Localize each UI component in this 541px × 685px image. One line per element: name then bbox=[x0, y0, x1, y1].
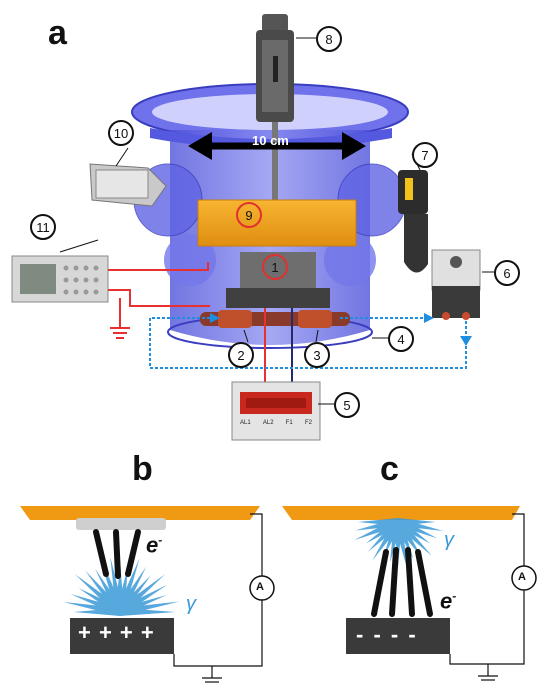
oscilloscope-11 bbox=[11, 255, 109, 303]
callout-8: 8 bbox=[316, 26, 342, 52]
meter-key-row: AL1 AL2 F1 F2 bbox=[240, 420, 312, 426]
callout-4: 4 bbox=[388, 326, 414, 352]
gamma-ray bbox=[116, 566, 129, 613]
charges-b: + + + + bbox=[78, 620, 155, 645]
flow-arrow-3 bbox=[424, 313, 434, 323]
panel-meter-5 bbox=[231, 381, 321, 441]
gamma-ray bbox=[383, 520, 402, 557]
dimension-label: 10 cm bbox=[252, 133, 289, 148]
ammeter-label-b: A bbox=[256, 581, 264, 593]
callout-11: 11 bbox=[30, 214, 56, 240]
gamma-ray bbox=[358, 518, 398, 526]
gamma-label-c: γ bbox=[444, 529, 454, 551]
flow-arrow-2 bbox=[210, 313, 220, 323]
plate-9 bbox=[197, 199, 357, 247]
callout-7: 7 bbox=[412, 142, 438, 168]
callout-2: 2 bbox=[228, 342, 254, 368]
charges-c: - - - - bbox=[356, 622, 418, 647]
dimension-arrow bbox=[188, 132, 366, 160]
panel-b-diagram bbox=[20, 506, 275, 683]
sensor-7 bbox=[398, 170, 428, 273]
gamma-ray bbox=[397, 518, 444, 532]
coolant-loop bbox=[149, 317, 467, 369]
callout-3: 3 bbox=[304, 342, 330, 368]
panel-label-b: b bbox=[132, 450, 153, 488]
red-wires bbox=[108, 262, 266, 384]
gamma-ray bbox=[396, 518, 438, 539]
gamma-ray bbox=[116, 558, 140, 614]
gamma-ray bbox=[116, 566, 147, 614]
callout-9: 9 bbox=[236, 202, 262, 228]
meter-key-al2: AL2 bbox=[262, 420, 274, 426]
probe-8 bbox=[256, 14, 294, 230]
ammeter-label-c: A bbox=[518, 571, 526, 583]
gamma-ray bbox=[63, 602, 121, 616]
panel-c-diagram bbox=[282, 506, 537, 681]
meter-key-al1: AL1 bbox=[240, 420, 251, 426]
gamma-ray bbox=[120, 608, 176, 616]
gamma-ray bbox=[70, 593, 122, 616]
meter-key-f1: F1 bbox=[285, 420, 293, 426]
gamma-label-b: γ bbox=[186, 593, 196, 615]
panel-label-a: a bbox=[48, 14, 67, 52]
electron-label-b: e- bbox=[146, 532, 163, 558]
panel-label-c: c bbox=[380, 450, 399, 488]
gauge-10 bbox=[89, 163, 167, 207]
callout-6: 6 bbox=[494, 260, 520, 286]
leader-lines bbox=[59, 37, 494, 405]
electron-label-c: e- bbox=[440, 588, 457, 614]
feedthrough bbox=[200, 310, 350, 328]
callout-5: 5 bbox=[334, 392, 360, 418]
callout-10: 10 bbox=[108, 120, 134, 146]
meter-key-f2: F2 bbox=[304, 420, 312, 426]
callout-1: 1 bbox=[262, 254, 288, 280]
flow-arrow-1 bbox=[460, 336, 472, 346]
chiller-6 bbox=[431, 249, 481, 320]
